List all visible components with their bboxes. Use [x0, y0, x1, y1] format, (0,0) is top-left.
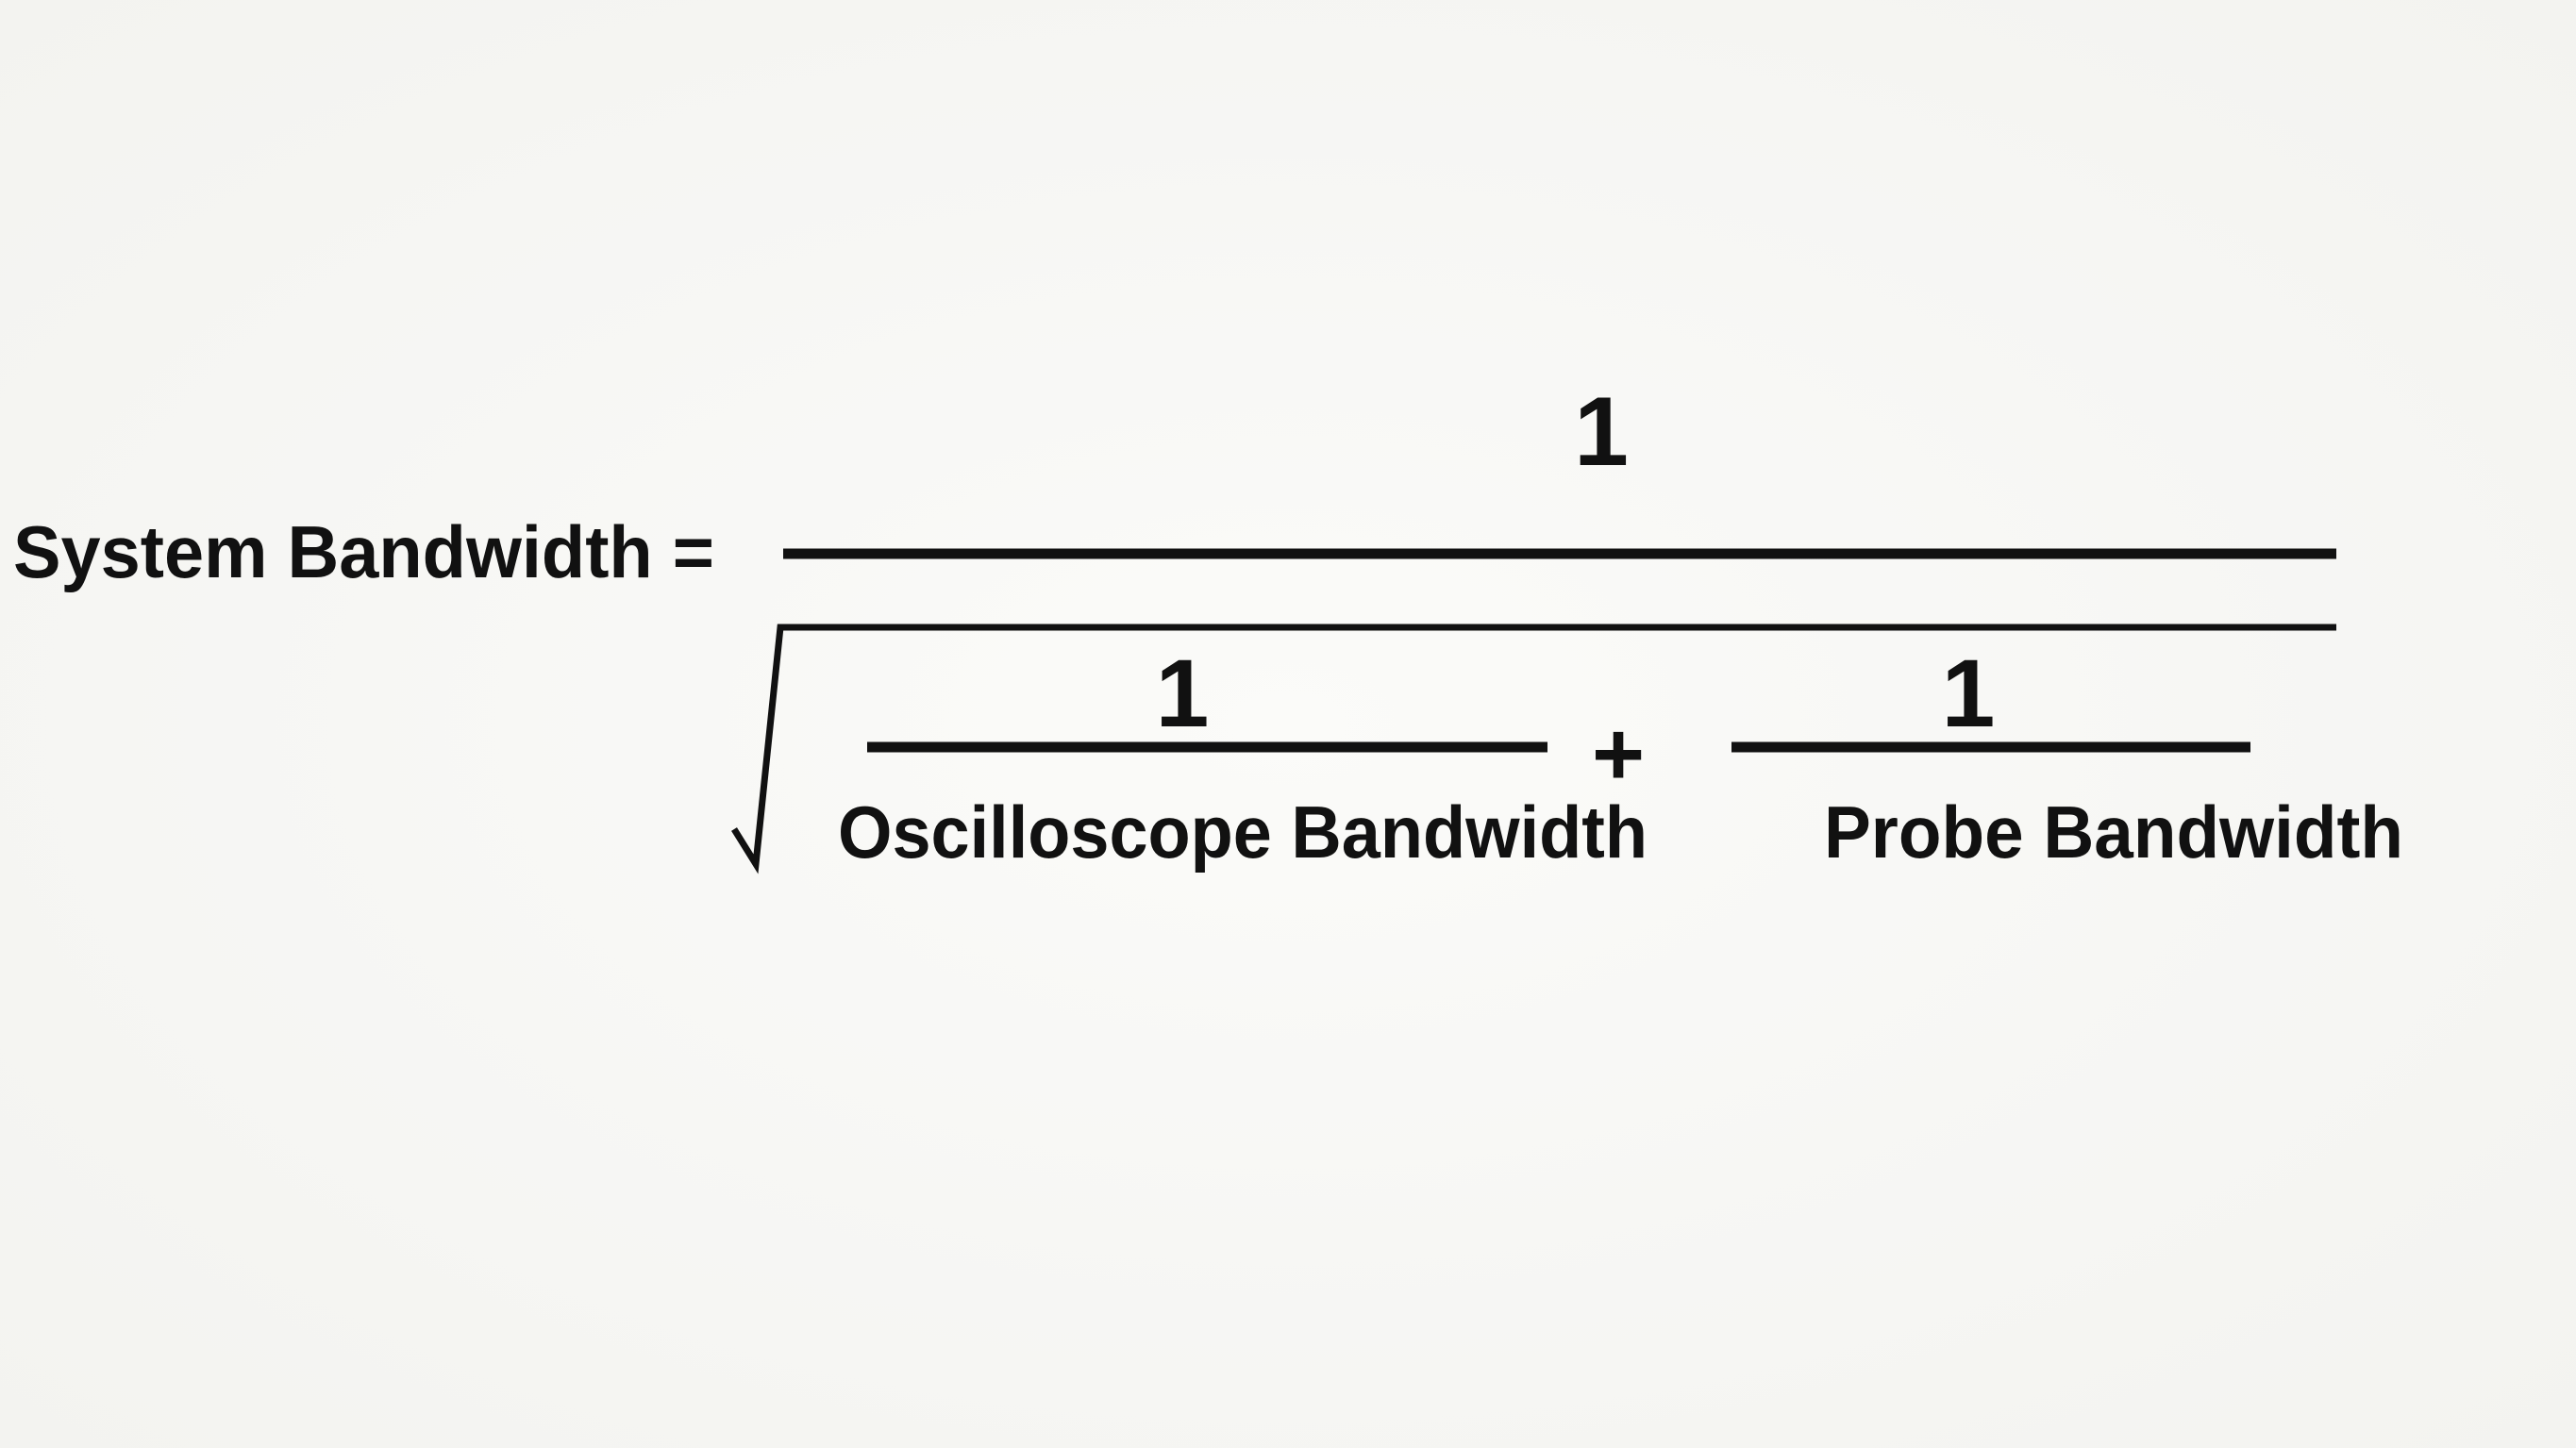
term2-denominator: Probe Bandwidth — [1824, 791, 2403, 874]
term1-numerator: 1 — [1156, 640, 1210, 747]
square-root-icon — [731, 624, 2336, 874]
plus-operator: + — [1592, 704, 1645, 805]
term1-denominator: Oscilloscope Bandwidth — [838, 791, 1648, 874]
main-numerator: 1 — [1574, 377, 1629, 487]
term2-numerator: 1 — [1942, 640, 1996, 747]
lhs-label: System Bandwidth = — [13, 510, 714, 593]
